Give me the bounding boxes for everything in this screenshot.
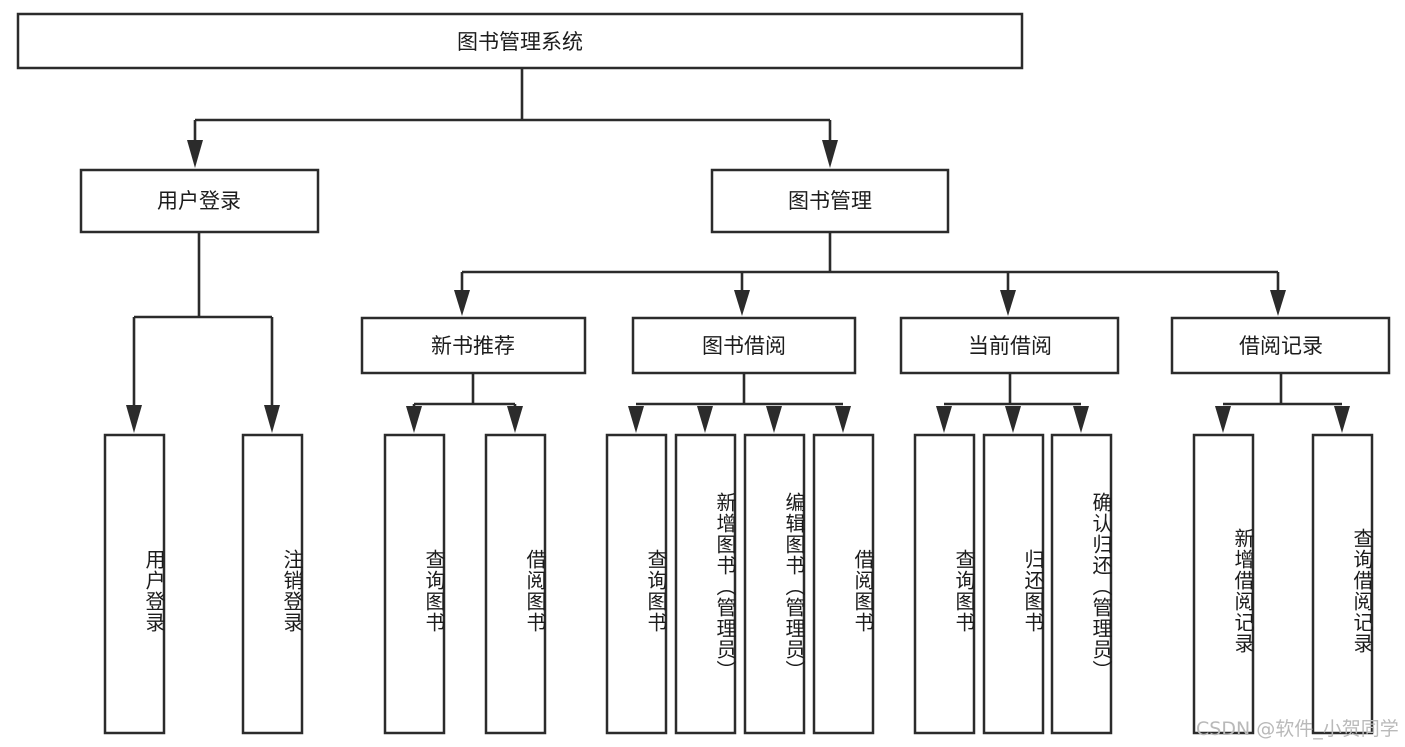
arrowhead-new-book-rec bbox=[454, 290, 470, 316]
arrowhead-current-borrow bbox=[1000, 290, 1016, 316]
node-label-borrow-record: 借阅记录 bbox=[1239, 334, 1323, 358]
leaf-box-confirm-return-admin[interactable] bbox=[1050, 433, 1113, 735]
arrowhead-record-leaf-2 bbox=[1334, 406, 1350, 433]
arrowhead-borrow-record bbox=[1270, 290, 1286, 316]
leaf-box-return-book[interactable] bbox=[982, 433, 1045, 735]
arrowhead-current-leaf-1 bbox=[936, 406, 952, 433]
leaf-box-add-borrow-record[interactable] bbox=[1192, 433, 1255, 735]
arrowhead-record-leaf-1 bbox=[1215, 406, 1231, 433]
arrowhead-user-login bbox=[187, 140, 203, 168]
arrowhead-leaf-user-login bbox=[126, 405, 142, 433]
leaf-box-user-login[interactable] bbox=[103, 433, 166, 735]
arrowhead-book-mgmt bbox=[822, 140, 838, 168]
arrowhead-borrow-leaf-4 bbox=[835, 406, 851, 433]
connector-layer bbox=[126, 68, 1350, 433]
arrowhead-newbook-leaf-1 bbox=[406, 406, 422, 433]
node-box-book-borrow[interactable] bbox=[631, 316, 857, 375]
csdn-watermark: CSDN @软件_小贺同学 bbox=[1196, 718, 1399, 740]
arrowhead-borrow-leaf-2 bbox=[697, 406, 713, 433]
arrowhead-borrow-leaf-3 bbox=[766, 406, 782, 433]
leaf-box-borrow-book[interactable] bbox=[812, 433, 875, 735]
arrowhead-borrow-leaf-1 bbox=[628, 406, 644, 433]
node-box-current-borrow[interactable] bbox=[899, 316, 1120, 375]
arrowhead-book-borrow bbox=[734, 290, 750, 316]
node-label-book-management: 图书管理 bbox=[788, 189, 872, 213]
node-box-root[interactable] bbox=[16, 12, 1024, 70]
node-box-book-management[interactable] bbox=[710, 168, 950, 234]
leaf-box-edit-book-admin[interactable] bbox=[743, 433, 806, 735]
node-box-user-login[interactable] bbox=[79, 168, 320, 234]
leaf-box-query-borrow-record[interactable] bbox=[1311, 433, 1374, 735]
node-box-borrow-record[interactable] bbox=[1170, 316, 1391, 375]
leaf-box-logout[interactable] bbox=[241, 433, 304, 735]
leaf-box-query-book-newbook[interactable] bbox=[383, 433, 446, 735]
node-layer: 图书管理系统 用户登录 图书管理 新书推荐 图书借阅 当前借阅 借阅记录 bbox=[16, 12, 1391, 735]
node-label-user-login: 用户登录 bbox=[157, 189, 241, 213]
arrowhead-newbook-leaf-2 bbox=[507, 406, 523, 433]
arrowhead-current-leaf-3 bbox=[1073, 406, 1089, 433]
node-box-new-book-recommend[interactable] bbox=[360, 316, 587, 375]
node-label-root: 图书管理系统 bbox=[457, 30, 583, 54]
leaf-box-query-book-borrow[interactable] bbox=[605, 433, 668, 735]
leaf-box-borrow-book-newbook[interactable] bbox=[484, 433, 547, 735]
arrowhead-leaf-logout bbox=[264, 405, 280, 433]
leaf-box-add-book-admin[interactable] bbox=[674, 433, 737, 735]
leaf-box-query-book-current[interactable] bbox=[913, 433, 976, 735]
node-label-current-borrow: 当前借阅 bbox=[968, 334, 1052, 358]
node-label-book-borrow: 图书借阅 bbox=[702, 334, 786, 358]
node-label-new-book-recommend: 新书推荐 bbox=[431, 334, 515, 358]
arrowhead-current-leaf-2 bbox=[1005, 406, 1021, 433]
